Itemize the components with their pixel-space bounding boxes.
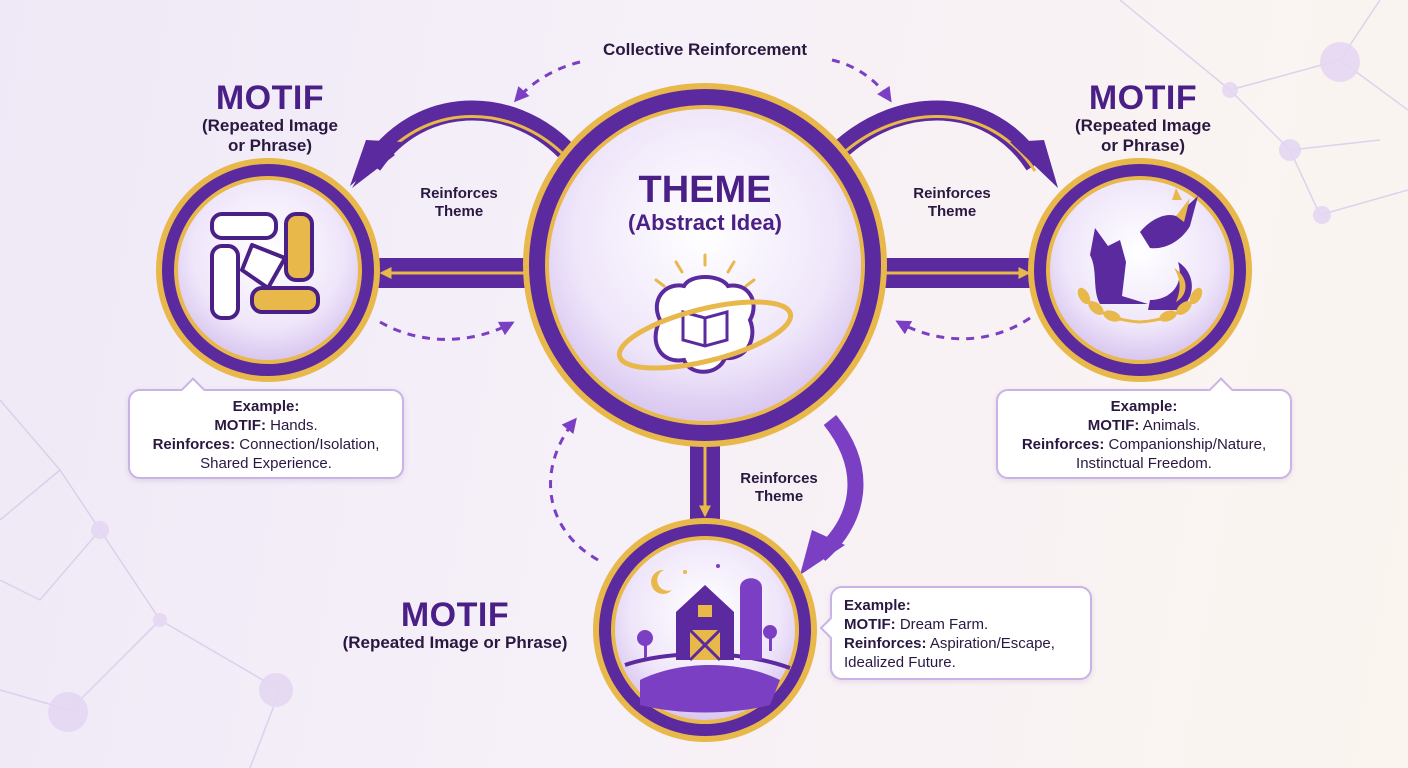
brain-book-icon bbox=[616, 253, 794, 374]
example-card-left: Example: MOTIF: Hands. Reinforces: Conne… bbox=[128, 377, 404, 479]
motif-node-right bbox=[1028, 158, 1252, 382]
motif-key: MOTIF: bbox=[214, 417, 266, 434]
reinforces-value: Connection/Isolation, bbox=[235, 436, 380, 453]
reinforcement-arrow-left bbox=[350, 100, 573, 188]
reinforcement-arrow-bottom bbox=[800, 415, 864, 575]
background-nodes bbox=[48, 42, 1360, 732]
motif-right-subtitle-1: (Repeated Image bbox=[1074, 116, 1212, 135]
example-card-bottom: Example: MOTIF: Dream Farm. Reinforces: … bbox=[819, 586, 1092, 680]
theme-heading: THEME (Abstract Idea) bbox=[553, 170, 857, 236]
edge-label-right-line2: Theme bbox=[927, 203, 977, 220]
motif-value: Hands. bbox=[265, 417, 318, 434]
motif-value: Animals. bbox=[1139, 417, 1201, 434]
motif-bottom-title: MOTIF bbox=[400, 596, 510, 634]
edge-label-left-line2: Theme bbox=[434, 203, 484, 220]
edge-label-right: Reinforces Theme bbox=[893, 185, 1011, 221]
reinforces-value: Aspiration/Escape, bbox=[926, 635, 1055, 652]
reinforces-key: Reinforces: bbox=[152, 436, 236, 453]
motif-bottom-subtitle: (Repeated Image or Phrase) bbox=[342, 633, 568, 652]
edge-label-bottom: Reinforces Theme bbox=[720, 470, 838, 506]
theme-title: THEME bbox=[638, 169, 772, 211]
motif-left-subtitle-1: (Repeated Image bbox=[201, 116, 339, 135]
motif-right-title: MOTIF bbox=[1088, 79, 1198, 117]
dashed-feedback-arrows bbox=[379, 58, 1031, 562]
motif-left-title: MOTIF bbox=[215, 79, 325, 117]
motif-left-subtitle-2: or Phrase) bbox=[227, 136, 313, 155]
edge-label-right-line1: Reinforces bbox=[913, 185, 991, 202]
edge-label-bottom-line2: Theme bbox=[754, 488, 804, 505]
example-label: Example: bbox=[232, 398, 300, 415]
reinforces-value-cont: Shared Experience. bbox=[200, 455, 332, 472]
joined-hands-icon bbox=[210, 212, 320, 320]
reinforces-value-cont: Idealized Future. bbox=[844, 654, 956, 671]
reinforces-key: Reinforces: bbox=[1021, 436, 1105, 453]
edge-label-left-line1: Reinforces bbox=[420, 185, 498, 202]
example-label: Example: bbox=[1110, 398, 1178, 415]
reinforces-value-cont: Instinctual Freedom. bbox=[1076, 455, 1212, 472]
example-label: Example: bbox=[844, 597, 911, 614]
reinforcement-arrow-right bbox=[833, 100, 1058, 188]
motif-key: MOTIF: bbox=[844, 616, 896, 633]
motif-key: MOTIF: bbox=[1087, 417, 1140, 434]
animals-icon bbox=[1077, 188, 1203, 324]
reinforces-value: Companionship/Nature, bbox=[1104, 436, 1267, 453]
motif-right-heading: MOTIF (Repeated Image or Phrase) bbox=[1043, 80, 1243, 156]
collective-reinforcement-label: Collective Reinforcement bbox=[602, 40, 808, 59]
dream-farm-icon bbox=[624, 564, 791, 713]
motif-right-subtitle-2: or Phrase) bbox=[1100, 136, 1186, 155]
edge-label-left: Reinforces Theme bbox=[400, 185, 518, 221]
motif-value: Dream Farm. bbox=[895, 616, 989, 633]
reinforces-key: Reinforces: bbox=[844, 635, 927, 652]
motif-left-heading: MOTIF (Repeated Image or Phrase) bbox=[170, 80, 370, 156]
theme-subtitle: (Abstract Idea) bbox=[627, 210, 783, 235]
motif-bottom-heading: MOTIF (Repeated Image or Phrase) bbox=[315, 597, 595, 653]
example-card-right: Example: MOTIF: Animals. Reinforces: Com… bbox=[996, 377, 1292, 479]
edge-label-bottom-line1: Reinforces bbox=[740, 470, 818, 487]
